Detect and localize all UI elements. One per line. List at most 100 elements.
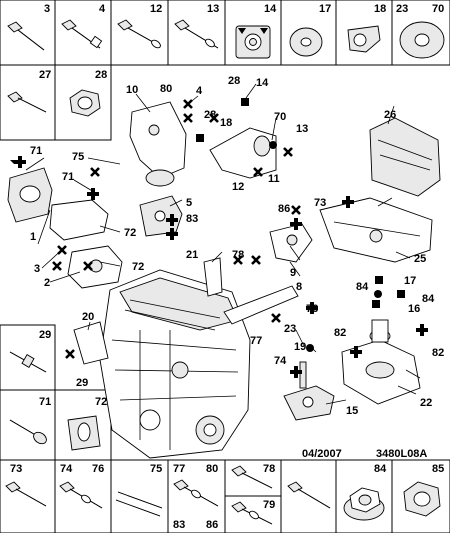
callout-82: 82 bbox=[334, 327, 346, 339]
bottom-row-cells: 73 74 76 75 77 80 83 86 78 79 84 85 bbox=[0, 459, 450, 533]
callout-28: 28 bbox=[228, 75, 240, 87]
bolt-74-76-icon bbox=[59, 481, 103, 509]
callout-4: 4 bbox=[196, 85, 203, 97]
footer-reference: 3480L08A bbox=[376, 448, 427, 460]
marker-square-84b bbox=[397, 290, 405, 298]
marker-square-28b bbox=[196, 134, 204, 142]
bolt-cell-icon bbox=[287, 481, 331, 509]
callout-86: 86 bbox=[278, 203, 290, 215]
callout-labels: 1 2 3 4 5 8 9 10 11 12 13 14 15 16 17 18… bbox=[30, 75, 444, 417]
callout-17: 17 bbox=[404, 275, 416, 287]
part-cell-label-12: 12 bbox=[150, 3, 162, 15]
gearbox-cover-26 bbox=[369, 117, 441, 197]
stud-19-74 bbox=[299, 344, 314, 389]
part-cell-label-29: 29 bbox=[39, 329, 51, 341]
part-cell-label-14: 14 bbox=[264, 3, 277, 15]
callout-29: 29 bbox=[76, 377, 88, 389]
callout-75: 75 bbox=[72, 151, 84, 163]
part-cell-label-70: 70 bbox=[432, 3, 444, 15]
callout-21: 21 bbox=[186, 249, 198, 261]
callout-2: 2 bbox=[44, 277, 50, 289]
part-cell-label-27: 27 bbox=[39, 69, 51, 81]
part-cell-label-4: 4 bbox=[99, 3, 106, 15]
left-top-cells: 27 28 bbox=[0, 64, 112, 141]
clip-18-icon bbox=[347, 25, 381, 53]
callout-82b: 82 bbox=[432, 347, 444, 359]
part-cell-label-18: 18 bbox=[374, 3, 386, 15]
marker-square-17 bbox=[375, 276, 383, 284]
callout-74: 74 bbox=[274, 355, 287, 367]
part-cell-label-83: 83 bbox=[173, 519, 185, 531]
part-cell-label-79: 79 bbox=[263, 499, 275, 511]
callout-80: 80 bbox=[160, 83, 172, 95]
part-cell-label-84: 84 bbox=[374, 463, 387, 475]
bolt-73-icon bbox=[5, 481, 47, 507]
mount-15 bbox=[283, 385, 335, 421]
marker-square-84 bbox=[372, 300, 380, 308]
footer-date: 04/2007 bbox=[302, 448, 342, 460]
callout-23: 23 bbox=[284, 323, 296, 335]
callout-12: 12 bbox=[232, 181, 244, 193]
mount-bracket-1 bbox=[7, 167, 123, 289]
exploded-assembly: 1 2 3 4 5 8 9 10 11 12 13 14 15 16 17 18… bbox=[7, 75, 444, 459]
part-cell-label-77: 77 bbox=[173, 463, 185, 475]
left-bottom-cells: 29 71 72 bbox=[0, 324, 112, 461]
callout-73: 73 bbox=[314, 197, 326, 209]
engine-block bbox=[99, 269, 251, 459]
callout-20: 20 bbox=[82, 311, 94, 323]
callout-16: 16 bbox=[408, 303, 420, 315]
oil-sump-85 bbox=[319, 197, 433, 263]
callout-3: 3 bbox=[34, 263, 40, 275]
stud-29-icon bbox=[9, 351, 47, 373]
flange-nut-84-icon bbox=[343, 487, 385, 521]
plus-markers bbox=[10, 156, 428, 378]
callout-5: 5 bbox=[186, 197, 192, 209]
callout-22: 22 bbox=[420, 397, 432, 409]
linkage-8-9 bbox=[223, 223, 313, 325]
callout-84: 84 bbox=[356, 281, 369, 293]
bolt-12-icon bbox=[117, 19, 161, 49]
washer-17-icon bbox=[289, 27, 323, 57]
part-cell-label-23: 23 bbox=[396, 3, 408, 15]
leader-lines bbox=[25, 83, 421, 405]
part-cell-label-74: 74 bbox=[60, 463, 73, 475]
callout-84b: 84 bbox=[422, 293, 435, 305]
part-cell-label-72: 72 bbox=[95, 396, 107, 408]
callout-72: 72 bbox=[124, 227, 136, 239]
callout-18: 18 bbox=[220, 117, 232, 129]
callout-9: 9 bbox=[290, 267, 296, 279]
nut-85-icon bbox=[403, 481, 441, 517]
callout-25: 25 bbox=[414, 253, 426, 265]
part-cell-label-86: 86 bbox=[206, 519, 218, 531]
callout-76: 76 bbox=[306, 303, 318, 315]
part-cell-label-80: 80 bbox=[206, 463, 218, 475]
mount-16-22 bbox=[341, 319, 421, 405]
bolt-77-80-icon bbox=[173, 479, 219, 507]
marker-square-28 bbox=[241, 98, 249, 106]
bolt-3-icon bbox=[7, 21, 45, 51]
callout-70: 70 bbox=[274, 111, 286, 123]
callout-26: 26 bbox=[384, 109, 396, 121]
bracket-20 bbox=[73, 321, 109, 365]
part-cell-label-78: 78 bbox=[263, 463, 275, 475]
callout-71: 71 bbox=[30, 145, 42, 157]
callout-28b: 28 bbox=[204, 109, 216, 121]
x-markers bbox=[52, 99, 301, 359]
part-cell-label-13: 13 bbox=[207, 3, 219, 15]
bolt-13-icon bbox=[174, 19, 219, 49]
part-cell-label-71: 71 bbox=[39, 396, 51, 408]
callout-71b: 71 bbox=[62, 171, 74, 183]
callout-19: 19 bbox=[294, 341, 306, 353]
part-cell-label-75: 75 bbox=[150, 463, 162, 475]
part-cell-label-73: 73 bbox=[10, 463, 22, 475]
washer-23-70-icon bbox=[399, 21, 445, 59]
bushing-72-icon bbox=[67, 415, 101, 451]
bolt-71-icon bbox=[9, 419, 47, 445]
callout-83: 83 bbox=[186, 213, 198, 225]
nut-28-icon bbox=[69, 89, 101, 117]
footer: 04/2007 3480L08A bbox=[302, 448, 427, 460]
bracket-11 bbox=[209, 127, 277, 179]
part-cell-label-85: 85 bbox=[432, 463, 444, 475]
callout-14: 14 bbox=[256, 77, 269, 89]
